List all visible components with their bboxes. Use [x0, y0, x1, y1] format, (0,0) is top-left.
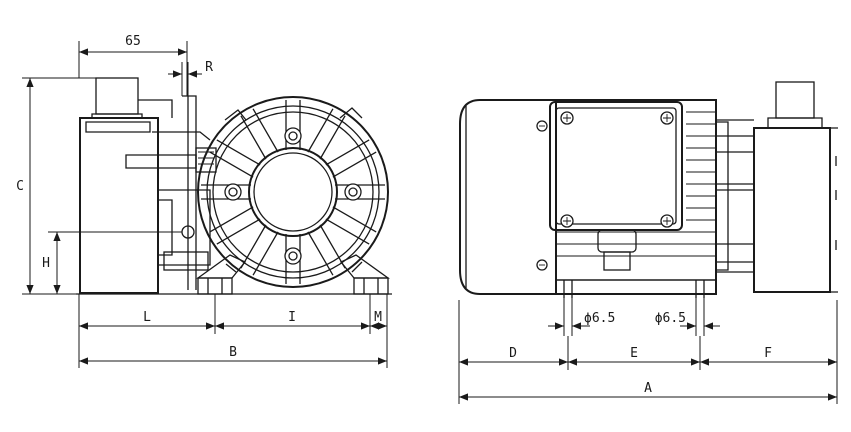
- dim-f-label: F: [764, 346, 772, 361]
- front-view: 65 R C H L I M: [16, 34, 392, 368]
- pump-body: [79, 77, 217, 294]
- pump-head: [716, 81, 838, 293]
- dim-hole-left: ϕ6.5: [548, 298, 615, 336]
- dim-hole-right: ϕ6.5: [655, 298, 720, 336]
- dim-def: D E F: [458, 300, 838, 404]
- hole-dim-label-left: ϕ6.5: [584, 311, 615, 326]
- dim-h-label: H: [42, 256, 50, 271]
- hole-dim-label-right: ϕ6.5: [655, 311, 686, 326]
- motor-body: [555, 99, 717, 295]
- dim-b: B: [79, 345, 387, 365]
- dim-c: C: [16, 77, 96, 295]
- dim-e-label: E: [630, 346, 638, 361]
- motor-feet: [195, 254, 391, 295]
- terminal-box: [536, 101, 683, 271]
- dim-a-label: A: [644, 381, 652, 396]
- dim-l-label: L: [143, 310, 151, 325]
- dim-b-label: B: [229, 345, 237, 360]
- dim-65-label: 65: [125, 34, 141, 49]
- flange-bolts: [224, 127, 362, 265]
- dim-h: H: [42, 231, 182, 294]
- dim-d-label: D: [509, 346, 517, 361]
- dim-r: R: [168, 60, 213, 96]
- dim-i-label: I: [288, 310, 296, 325]
- dim-r-label: R: [205, 60, 213, 75]
- dim-m-label: M: [374, 310, 382, 325]
- fan-cowl: [459, 99, 557, 295]
- dim-65: 65: [78, 34, 188, 96]
- side-view: ϕ6.5 ϕ6.5 D E F A: [458, 81, 838, 404]
- side-base: [555, 279, 717, 298]
- dim-c-label: C: [16, 179, 24, 194]
- motor-end-view: [197, 96, 389, 288]
- dim-a: A: [459, 381, 837, 401]
- dim-lim: L I M: [78, 294, 388, 368]
